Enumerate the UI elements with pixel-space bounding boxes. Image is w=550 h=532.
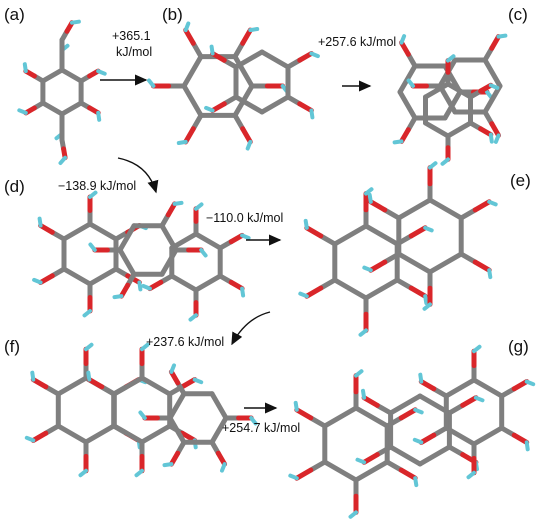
molecule-c — [392, 33, 508, 166]
arrow-c-to-d — [117, 157, 159, 194]
energy-e-to-f: +237.6 kJ/mol — [146, 335, 224, 349]
arrow-e-to-f — [231, 311, 271, 346]
molecule-a — [17, 19, 107, 165]
energy-d-to-e: −110.0 kJ/mol — [206, 211, 283, 225]
panel-label-d: (d) — [4, 177, 25, 196]
molecule-e — [298, 161, 498, 337]
energy-b-to-c: +257.6 kJ/mol — [318, 35, 396, 49]
panel-label-c: (c) — [508, 5, 528, 24]
molecule-g — [288, 344, 536, 519]
panel-label-f: (f) — [4, 337, 20, 356]
energy-f-to-g: +254.7 kJ/mol — [222, 421, 300, 435]
panel-label-b: (b) — [162, 5, 183, 24]
energy-a-to-b-value: +365.1 — [112, 29, 151, 43]
panel-label-a: (a) — [4, 5, 25, 24]
molecule-b — [147, 21, 320, 151]
molecule-f — [24, 342, 258, 478]
energy-a-to-b-unit: kJ/mol — [116, 45, 152, 59]
panel-label-g: (g) — [508, 337, 529, 356]
panel-label-e: (e) — [510, 171, 531, 190]
energy-c-to-d: −138.9 kJ/mol — [58, 179, 136, 193]
molecule-d — [32, 190, 251, 322]
